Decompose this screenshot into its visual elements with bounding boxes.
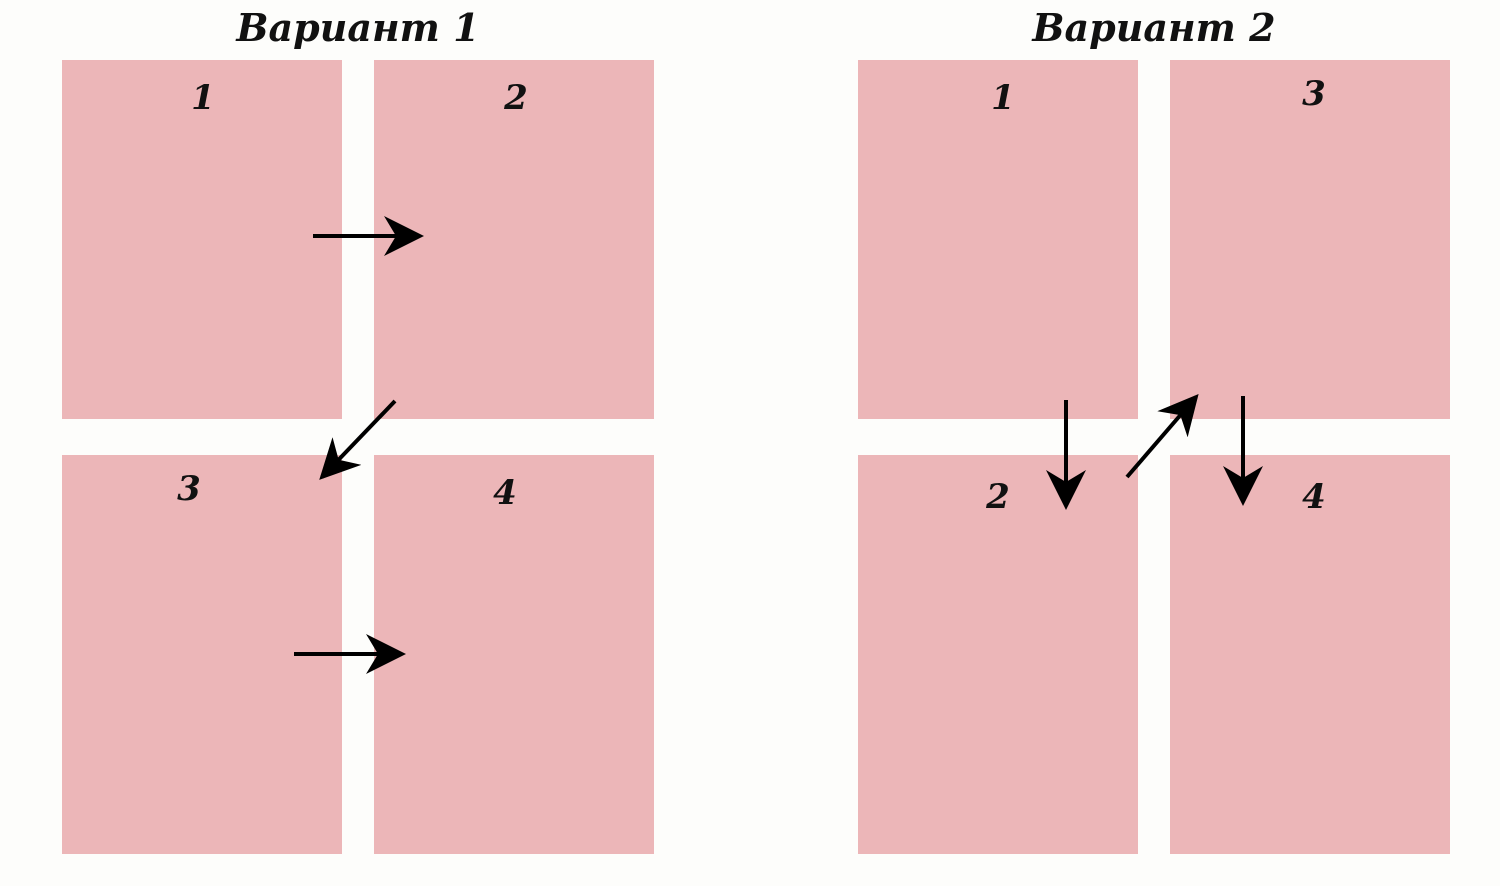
variant-1-panel-2: 2: [374, 60, 654, 419]
variant-2-panel-3: 3: [1170, 60, 1450, 419]
variant-1-arrow-2-to-3: [319, 399, 397, 480]
variant-2-panel-4-number: 4: [1302, 477, 1326, 517]
variant-1-panel-3-number: 3: [177, 469, 201, 509]
variant-2-panel-2: 2: [858, 455, 1138, 854]
variant-1-title: Вариант 1: [236, 5, 480, 50]
variant-2-panel-4: 4: [1170, 455, 1450, 854]
variant-1-panel-1-number: 1: [191, 78, 215, 118]
variant-2-panel-3-number: 3: [1302, 74, 1326, 114]
variant-2-panel-1: 1: [858, 60, 1138, 419]
variant-2-panel-2-number: 2: [986, 477, 1010, 517]
variant-1-panel-4-number: 4: [493, 473, 517, 513]
variant-2-title: Вариант 2: [1032, 5, 1276, 50]
variant-1-panel-2-number: 2: [504, 78, 528, 118]
variant-1-panel-1: 1: [62, 60, 342, 419]
variant-1-panel-4: 4: [374, 455, 654, 854]
variant-2-arrow-2-to-3: [1125, 393, 1199, 479]
variant-2-panel-1-number: 1: [991, 78, 1015, 118]
